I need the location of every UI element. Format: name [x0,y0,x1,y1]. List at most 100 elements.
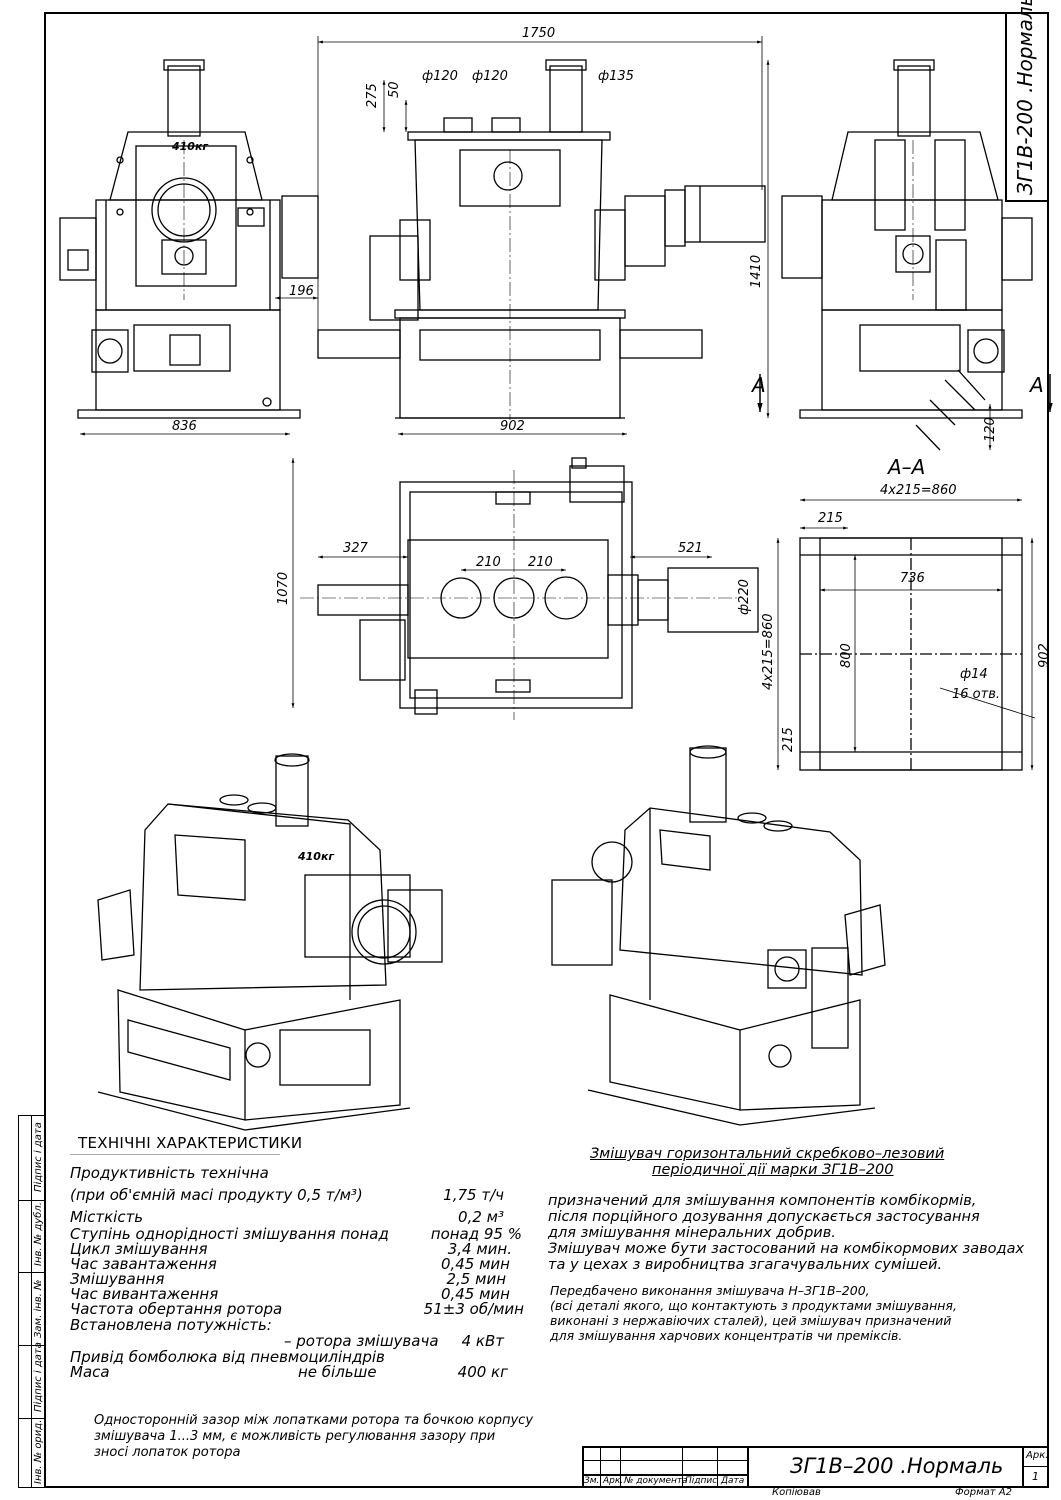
tb-sheet-label: Арк. [1026,1450,1049,1461]
section-a-a [799,537,1023,771]
section-title: А–А [886,455,925,479]
dim-1410: 1410 [749,255,764,288]
spec-value: 2,5 мин [446,1270,507,1288]
dim-1750: 1750 [522,26,555,41]
spec-label: Маса [70,1363,110,1381]
spec-value: 0,45 мин [440,1255,510,1273]
spec-label: Частота обертання ротора [70,1300,283,1318]
tb-format: Формат А2 [955,1487,1012,1498]
variant-line: для змішування харчових концентратів чи … [550,1328,903,1343]
specs-title-underline [70,1154,280,1155]
spec-label: Місткість [70,1208,144,1226]
dim-phi14: ф14 [960,667,988,682]
desc-line: призначений для змішування компонентів к… [548,1193,977,1209]
tb-col-label: Дата [721,1476,745,1486]
tb-copied: Копіював [772,1487,821,1498]
section-mark-left: А [750,373,766,397]
spec-value: 4 кВт [461,1332,504,1350]
dim-4x215-h: 4х215=860 [880,483,956,498]
front-view-left [59,59,319,419]
dim-phi220: ф220 [737,579,752,615]
spec-label: Цикл змішування [70,1240,208,1258]
spec-label: Змішування [70,1270,165,1288]
dim-736: 736 [900,571,925,586]
spec-label: Привід бомболюка від пневмоциліндрів [70,1348,385,1366]
dim-836: 836 [172,419,197,434]
dim-902: 902 [500,419,525,434]
dim-1070: 1070 [276,572,291,605]
note-line: зносі лопаток ротора [94,1445,241,1460]
tb-sheet-number: 1 [1032,1470,1039,1483]
desc-line: для змішування мінеральних добрив. [548,1225,836,1241]
dim-phi120a: ф120 [422,69,458,84]
dim-4x215-v: 4х215=860 [761,614,776,690]
dim-521: 521 [678,541,703,556]
dim-215-top: 215 [818,511,843,526]
note-line: Односторонній зазор між лопатками ротора… [94,1413,534,1428]
desc-line: Змішувач може бути застосований на комбі… [548,1241,1025,1257]
dim-120: 120 [983,417,998,442]
binding-sidebar [18,1115,46,1488]
tb-col-label: Зм. [584,1476,600,1486]
title-block-col [600,1446,601,1488]
title-block-col [717,1446,718,1488]
dim-phi135: ф135 [598,69,634,84]
title-block-col [747,1446,749,1488]
title-block-row [1022,1466,1049,1467]
dimension-lines [80,36,1053,770]
designation-stamp [1005,12,1049,202]
tb-col-label: № документа [624,1476,688,1486]
centerlines [183,140,914,720]
dim-275: 275 [365,83,380,108]
title-block-row [582,1460,747,1461]
spec-label: Час вивантаження [70,1285,219,1303]
plan-view [317,457,759,715]
title-block-col [682,1446,683,1488]
spec-mass-note: не більше [298,1363,377,1381]
dim-902b: 902 [1037,643,1052,668]
holes-note: 16 отв. [952,687,1000,702]
spec-label: Продуктивність технічна [70,1164,269,1182]
spec-value: 51±3 об/мин [423,1300,524,1318]
dim-196: 196 [289,284,314,299]
title-block-row [582,1474,747,1476]
side-view-center [317,59,766,419]
title-block-col [1022,1446,1024,1488]
specs-title: ТЕХНІЧНІ ХАРАКТЕРИСТИКИ [78,1134,303,1152]
variant-line: Передбачено виконання змішувача Н–ЗГ1В–2… [550,1283,870,1298]
title-block [582,1446,1049,1488]
sidebar-divider [18,1200,46,1201]
dim-327: 327 [343,541,369,556]
rear-view-right [781,59,1033,451]
weight-label-iso: 410кг [297,850,335,863]
note-line: змішувача 1...3 мм, є можливість регулюв… [94,1429,496,1444]
spec-value: 0,45 мин [440,1285,510,1303]
dim-50: 50 [387,81,402,98]
dim-210b: 210 [528,555,553,570]
isometric-view-2 [551,745,886,1126]
weight-label: 410кг [171,140,209,153]
spec-label: Ступінь однорідності змішування понад [70,1225,389,1243]
dim-215-side: 215 [781,727,796,752]
product-title-2: періодичної дії марки ЗГ1В–200 [652,1162,894,1178]
dim-800: 800 [839,643,854,668]
product-title-1: Змішувач горизонтальний скребково–лезови… [590,1146,945,1162]
tb-col-label: Підпис [685,1476,718,1486]
spec-value: 1,75 т/ч [443,1186,504,1204]
title-block-col [620,1446,621,1488]
spec-value: 400 кг [457,1363,508,1381]
variant-line: виконані з нержавіючих сталей), цей зміш… [550,1313,952,1328]
isometric-view-1 [97,753,443,1131]
sidebar-divider [18,1418,46,1419]
desc-line: та у цехах з виробництва згагачувальних … [548,1257,943,1273]
tb-col-label: Арк. [603,1476,624,1486]
drawing-frame [44,12,1049,1488]
spec-value: 0,2 м³ [458,1208,504,1226]
spec-label: (при об'ємній масі продукту 0,5 т/м³) [70,1186,363,1204]
spec-value: 3,4 мин. [447,1240,512,1258]
variant-line: (всі деталі якого, що контактують з прод… [550,1298,957,1313]
sidebar-divider [18,1272,46,1273]
spec-label: – ротора змішувача [284,1332,439,1350]
dim-210a: 210 [476,555,501,570]
